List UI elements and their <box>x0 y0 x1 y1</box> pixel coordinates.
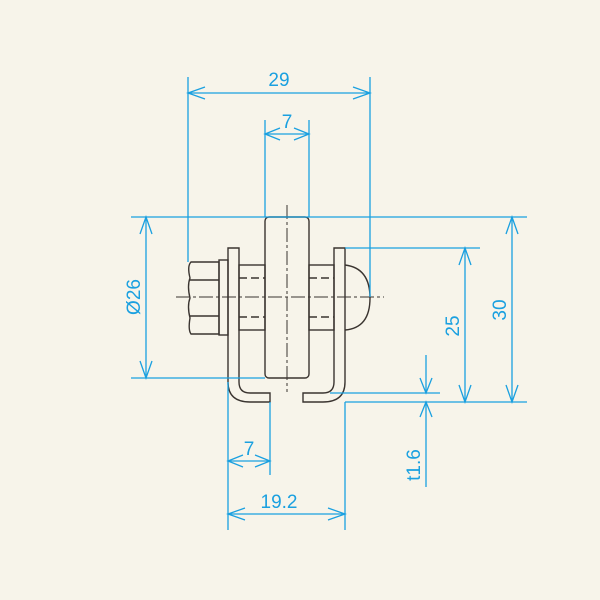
dimensions: 29 7 Ø26 25 30 t1.6 <box>124 70 527 530</box>
dim-wheel-diameter: Ø26 <box>124 279 145 315</box>
dim-bracket-height: 25 <box>443 315 464 336</box>
dim-wheel-width: 7 <box>282 112 293 133</box>
left-bracket-plate <box>227 247 271 403</box>
dim-overall-height: 30 <box>490 299 511 320</box>
dim-overall-width: 29 <box>268 70 289 91</box>
dim-base-width: 19.2 <box>261 492 298 513</box>
dim-thickness: t1.6 <box>404 449 425 481</box>
wheel-bracket-assembly <box>176 205 384 403</box>
dome-cap <box>344 264 371 331</box>
right-bracket-plate <box>302 247 346 403</box>
dim-flange-width: 7 <box>244 439 255 460</box>
hex-nut <box>187 261 220 335</box>
